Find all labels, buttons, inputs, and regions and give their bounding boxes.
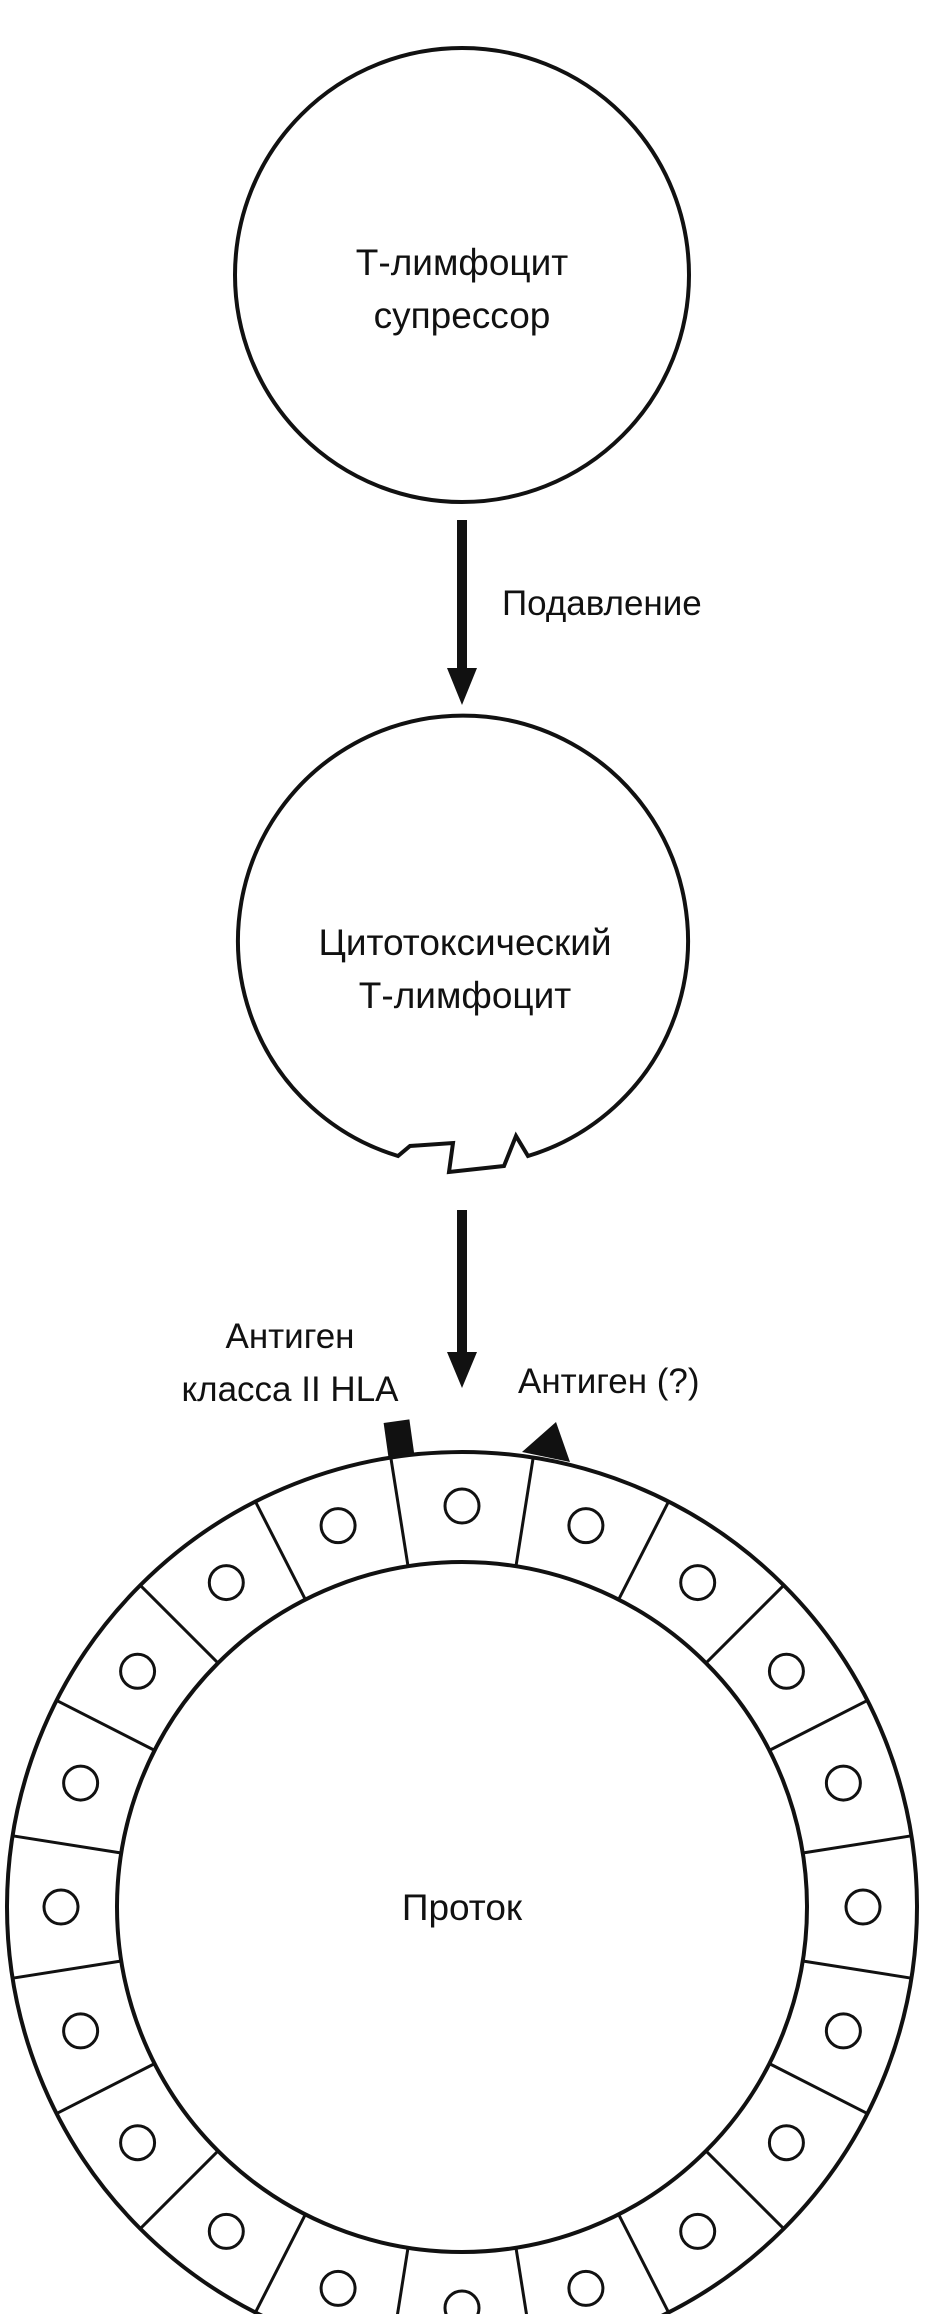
cell-divider	[802, 1959, 912, 1980]
hla-antigen-label-line1: Антиген	[225, 1317, 354, 1356]
duct-epithelium: Проток	[5, 1450, 919, 2314]
duct-label: Проток	[402, 1887, 523, 1928]
cell-nucleus	[207, 2212, 245, 2250]
cell-divider	[12, 1959, 122, 1980]
cell-nucleus	[567, 2269, 605, 2307]
cell-divider	[254, 1500, 307, 1601]
cell-nucleus	[824, 1764, 862, 1802]
cytotoxic-cell-membrane	[236, 713, 690, 1175]
cell-divider	[768, 1699, 869, 1752]
suppressor-cell-membrane	[233, 46, 691, 504]
cell-nucleus	[62, 2012, 100, 2050]
cell-divider	[514, 1457, 535, 1567]
suppression-arrow-head	[447, 668, 477, 705]
cell-nucleus	[119, 2124, 157, 2162]
cell-divider	[396, 2247, 410, 2314]
cytotoxic-cell-label-line2: Т-лимфоцит	[359, 975, 571, 1016]
cell-divider	[617, 2213, 670, 2314]
cell-divider	[704, 2149, 785, 2230]
suppressor-t-lymphocyte: Т-лимфоцит супрессор	[233, 46, 691, 504]
cell-divider	[12, 1834, 122, 1855]
cell-nucleus	[567, 1507, 605, 1545]
cell-nucleus	[62, 1764, 100, 1802]
unknown-antigen-label: Антиген (?)	[518, 1362, 700, 1401]
suppressor-cell-label-line2: супрессор	[374, 295, 551, 336]
cell-divider	[617, 1500, 670, 1601]
unknown-antigen-marker	[522, 1422, 570, 1462]
cell-divider	[254, 2213, 307, 2314]
cell-divider	[768, 2062, 869, 2115]
cell-nucleus	[767, 2124, 805, 2162]
suppressor-cell-label-line1: Т-лимфоцит	[356, 242, 568, 283]
attack-arrow	[447, 1210, 477, 1388]
cell-nucleus	[119, 1652, 157, 1690]
cell-divider	[139, 1584, 220, 1665]
epithelial-cells	[12, 1457, 912, 2314]
cell-nucleus	[443, 1487, 481, 1525]
cell-nucleus	[319, 2269, 357, 2307]
cell-nucleus	[767, 1652, 805, 1690]
cytotoxic-t-lymphocyte: Цитотоксический Т-лимфоцит	[236, 713, 690, 1175]
cell-nucleus	[844, 1888, 882, 1926]
suppression-arrow	[447, 520, 477, 705]
cell-nucleus	[679, 2212, 717, 2250]
cell-divider	[704, 1584, 785, 1665]
cell-nucleus	[319, 1507, 357, 1545]
cell-divider	[55, 1699, 156, 1752]
cell-nucleus	[42, 1888, 80, 1926]
cell-divider	[802, 1834, 912, 1855]
cell-divider	[389, 1457, 410, 1567]
cell-divider	[514, 2247, 528, 2314]
cell-divider	[55, 2062, 156, 2115]
duct-lumen-wall	[115, 1560, 809, 2254]
hla-antigen-label-line2: класса II HLA	[181, 1370, 399, 1409]
attack-arrow-head	[447, 1352, 477, 1388]
duct-outer-wall	[5, 1450, 919, 2314]
cytotoxic-cell-label-line1: Цитотоксический	[318, 922, 611, 963]
cell-nucleus	[207, 1564, 245, 1602]
hla-class-ii-antigen-marker	[383, 1419, 415, 1459]
cell-nucleus	[443, 2289, 481, 2314]
suppression-label: Подавление	[502, 584, 702, 623]
cell-nucleus	[824, 2012, 862, 2050]
cell-divider	[139, 2149, 220, 2230]
cell-nucleus	[679, 1564, 717, 1602]
